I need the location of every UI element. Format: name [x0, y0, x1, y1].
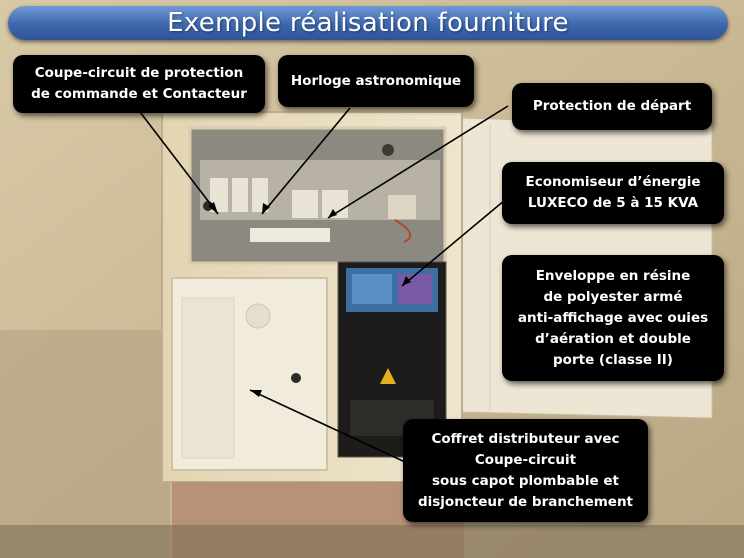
callout-line: d’aération et double: [535, 330, 691, 347]
callout-enveloppe: Enveloppe en résine de polyester armé an…: [502, 255, 724, 381]
callout-line: disjoncteur de branchement: [417, 493, 634, 510]
callout-line: Economiseur d’énergie: [525, 174, 701, 190]
page-title: Exemple réalisation fourniture: [167, 8, 569, 38]
callout-coupe-circuit: Coupe-circuit de protection de commande …: [13, 55, 265, 113]
ground: [0, 525, 744, 558]
callout-line: Coupe-circuit de protection: [34, 65, 244, 81]
callout-coffret: Coffret distributeur avec Coupe-circuit …: [403, 419, 648, 522]
callout-line: de commande et Contacteur: [31, 86, 247, 102]
callout-line: LUXECO de 5 à 15 KVA: [527, 195, 699, 211]
callout-horloge: Horloge astronomique: [278, 55, 474, 107]
callout-line: Enveloppe en résine: [535, 267, 691, 284]
title-banner: Exemple réalisation fourniture: [8, 6, 728, 40]
callout-line: porte (classe II): [553, 351, 673, 368]
callout-line: Protection de départ: [532, 98, 692, 114]
callout-line: anti-affichage avec ouies: [517, 309, 709, 326]
pointer-lines: [139, 105, 509, 463]
callout-line: sous capot plombable et: [431, 472, 620, 489]
callout-line: Coupe-circuit: [474, 451, 577, 468]
callout-line: Horloge astronomique: [290, 72, 462, 89]
callout-protection: Protection de départ: [512, 83, 712, 130]
callout-line: de polyester armé: [543, 288, 683, 305]
wall-lower-shadow: [0, 330, 170, 558]
callout-line: Coffret distributeur avec: [431, 430, 620, 447]
callout-economiseur: Economiseur d’énergie LUXECO de 5 à 15 K…: [502, 162, 724, 224]
